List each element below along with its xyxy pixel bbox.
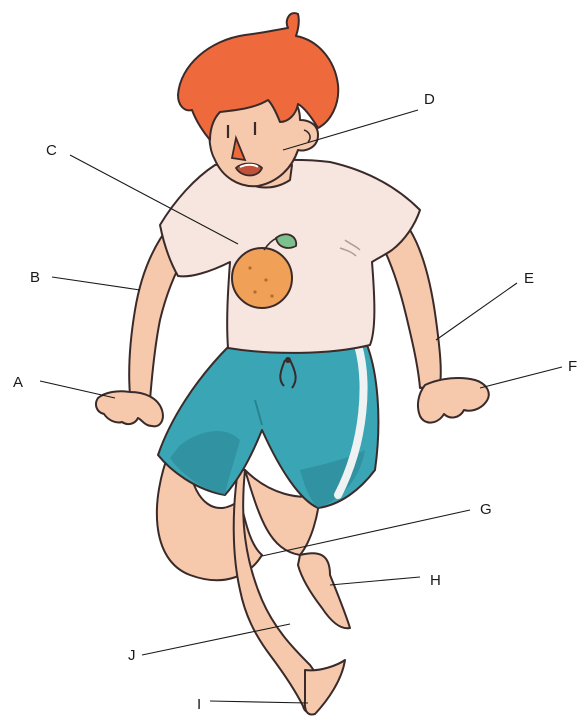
label-G: G xyxy=(480,501,492,518)
right-hand xyxy=(418,378,489,423)
shorts xyxy=(158,340,378,508)
label-E: E xyxy=(524,270,534,287)
label-B: B xyxy=(30,269,40,286)
right-arm xyxy=(382,230,489,423)
label-J: J xyxy=(128,647,136,664)
label-H: H xyxy=(430,572,441,589)
orange-print xyxy=(232,248,292,308)
leader-B xyxy=(52,277,140,290)
label-C: C xyxy=(46,142,57,159)
label-F: F xyxy=(568,358,577,375)
leader-H xyxy=(330,577,420,585)
label-A: A xyxy=(13,374,23,391)
back-foot xyxy=(298,553,350,628)
leader-F xyxy=(480,367,562,388)
leader-E xyxy=(436,283,517,340)
leader-A xyxy=(40,381,115,398)
leader-I xyxy=(210,701,308,703)
shirt xyxy=(160,160,420,353)
label-D: D xyxy=(424,91,435,108)
label-I: I xyxy=(197,696,201,713)
